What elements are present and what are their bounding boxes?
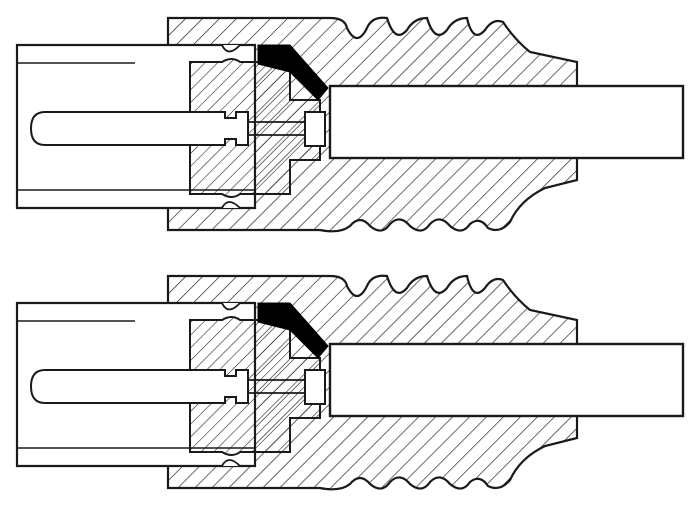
- connector-view-top: [15, 16, 685, 233]
- connector-view-bottom: [15, 274, 685, 491]
